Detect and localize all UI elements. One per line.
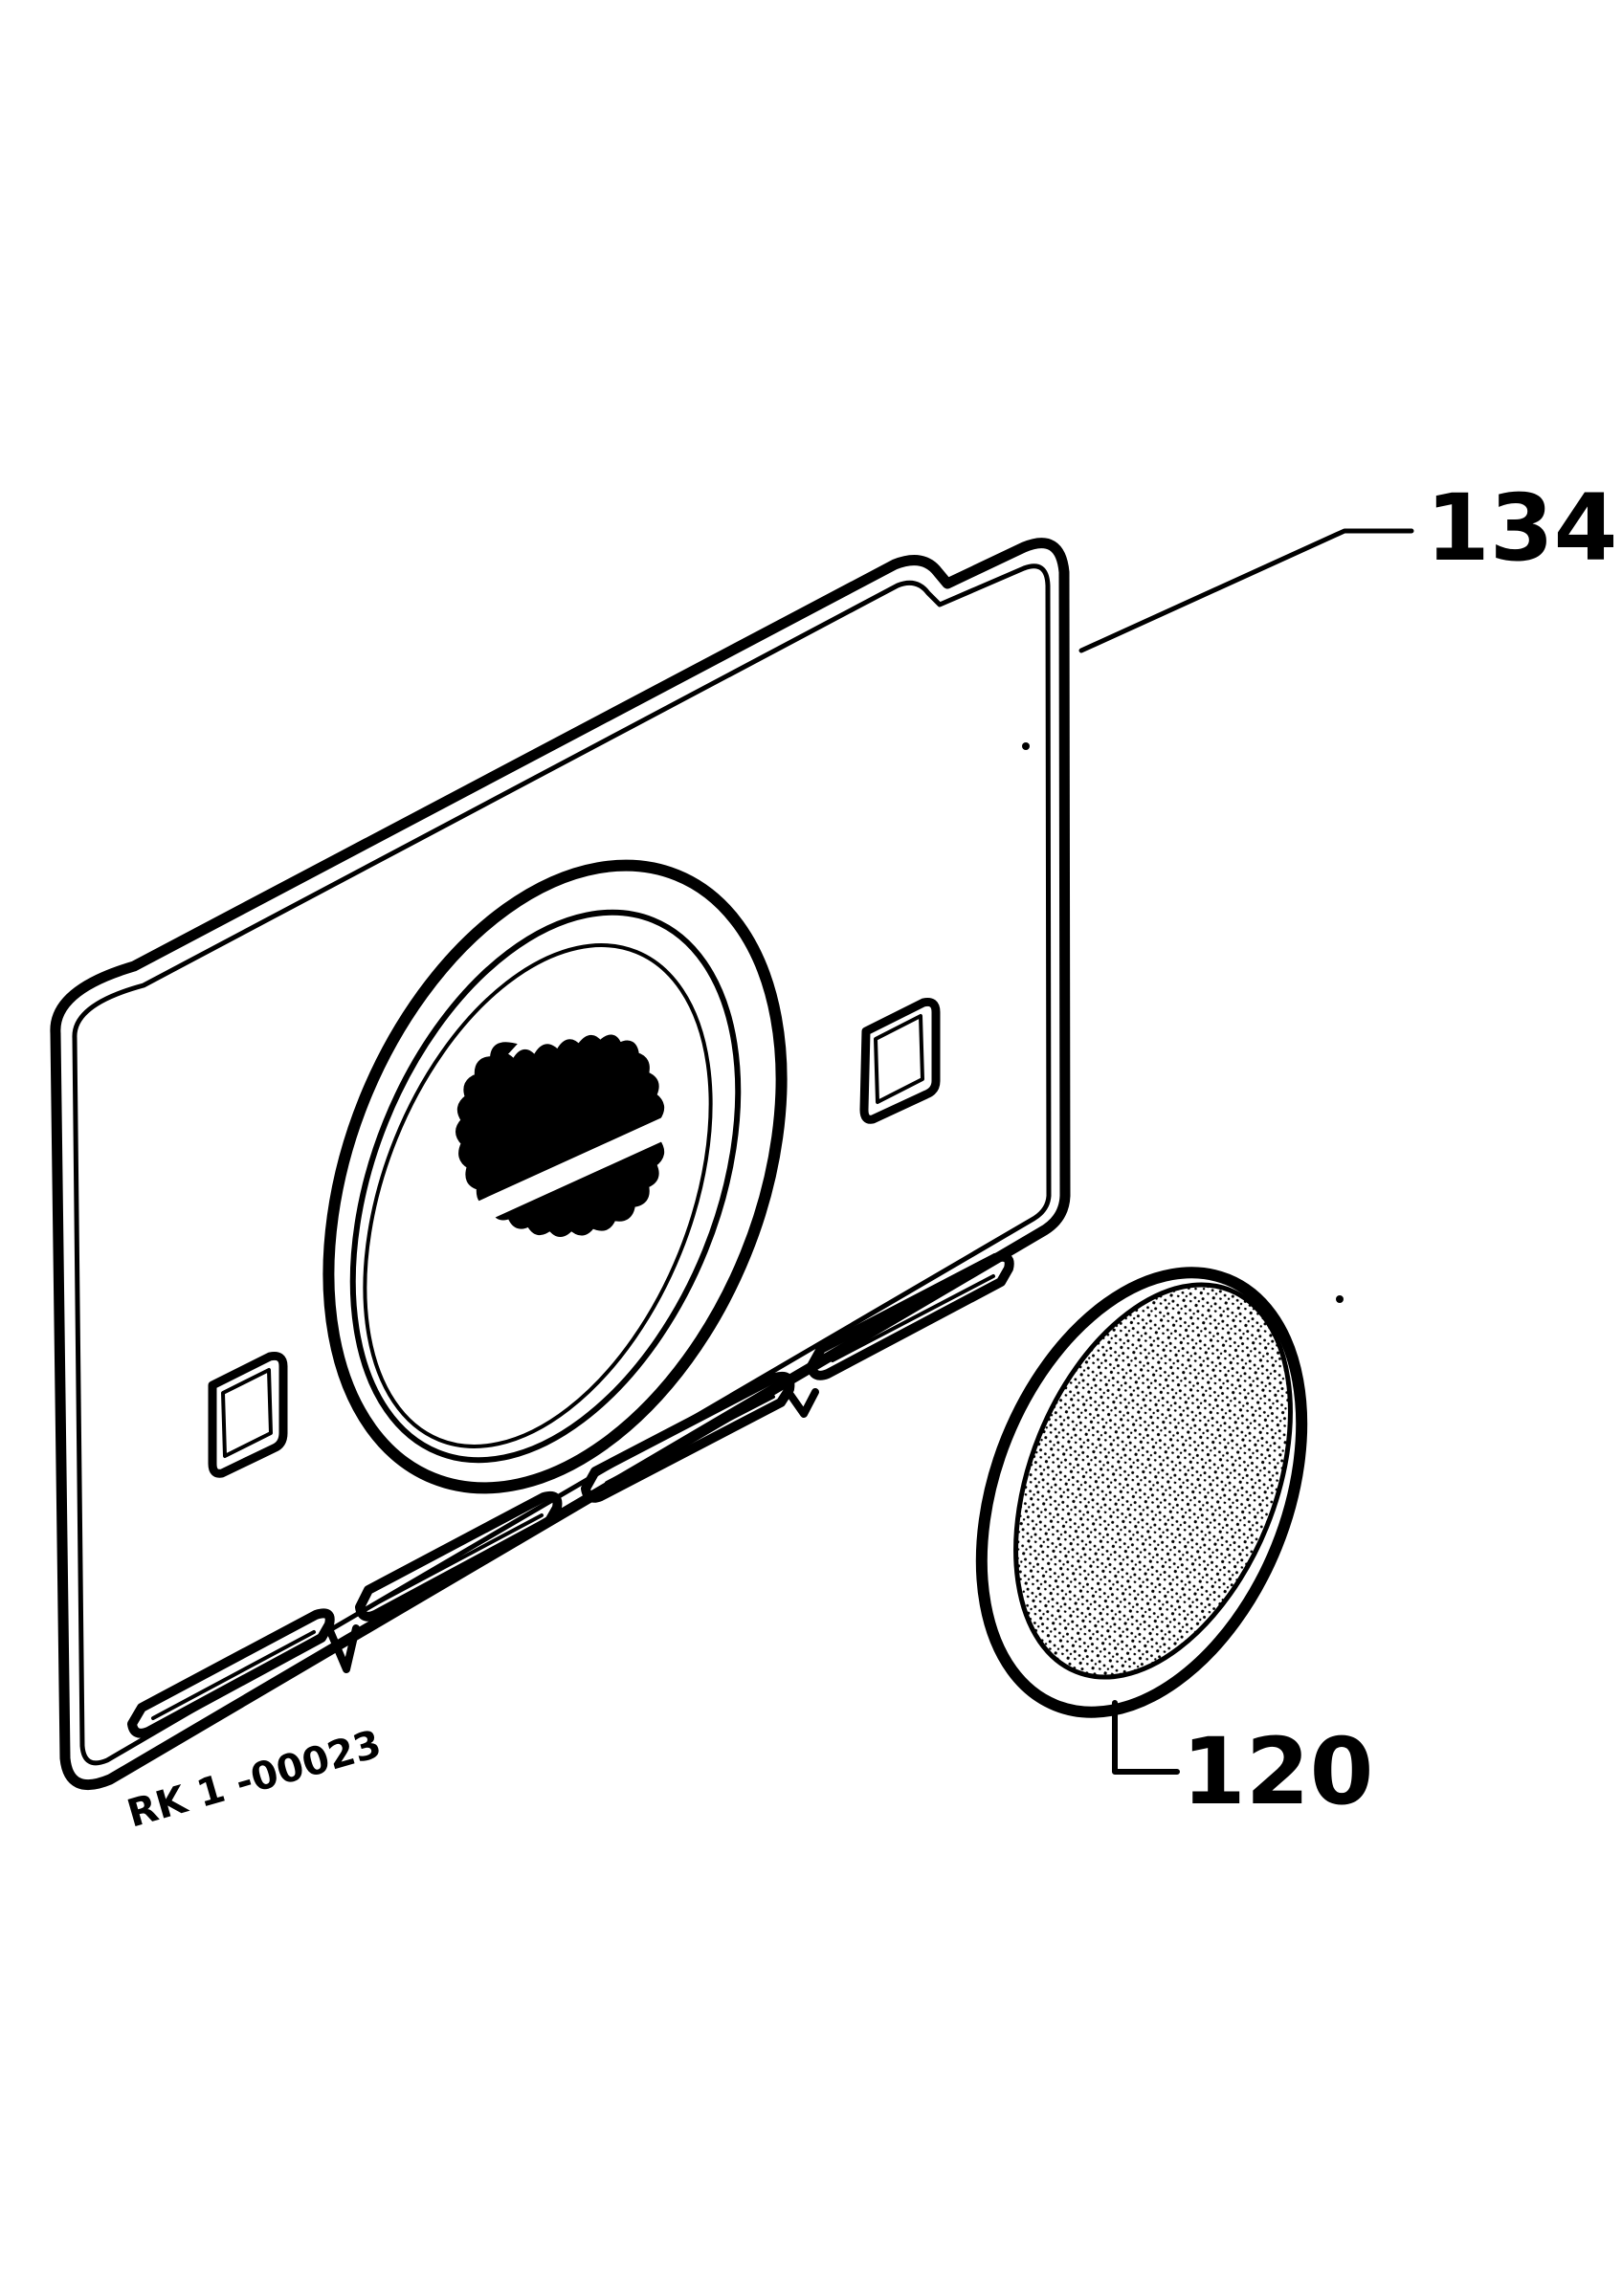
vent-slots bbox=[127, 1251, 1014, 1738]
vent-slot-2 bbox=[355, 1490, 563, 1622]
plate-outline-outer bbox=[50, 538, 1071, 1791]
plate-outline-inner bbox=[72, 563, 1052, 1766]
part-label-120: 120 bbox=[1182, 1718, 1373, 1825]
leader-line-134 bbox=[1078, 528, 1414, 653]
knob-body bbox=[455, 1034, 666, 1237]
drawing-reference-code: RK 1 -00023 bbox=[122, 1722, 386, 1837]
part-label-134: 134 bbox=[1426, 475, 1617, 582]
vent-slot-3 bbox=[581, 1371, 795, 1503]
filter-disc bbox=[975, 1267, 1308, 1718]
knob-slot bbox=[465, 1108, 685, 1230]
filter-rim-outer bbox=[975, 1267, 1308, 1718]
serrated-knob bbox=[455, 1034, 685, 1237]
vent-slot-1 bbox=[127, 1608, 335, 1738]
slot-divider-notch-1 bbox=[326, 1624, 360, 1673]
cover-plate bbox=[50, 538, 1071, 1791]
filter-mesh bbox=[1013, 1282, 1293, 1680]
vent-slot-4 bbox=[807, 1251, 1014, 1380]
dome-step-ring bbox=[363, 943, 713, 1448]
square-hole-right bbox=[859, 998, 941, 1124]
print-speck-1 bbox=[1022, 742, 1030, 750]
dome-inner-ring bbox=[349, 909, 742, 1464]
slot-divider-notch-2 bbox=[787, 1388, 819, 1418]
square-hole-left bbox=[208, 1352, 288, 1478]
dome-outer-ring bbox=[322, 859, 788, 1494]
print-speck-2 bbox=[1336, 1295, 1344, 1303]
leader-line-120 bbox=[1112, 1700, 1180, 1775]
